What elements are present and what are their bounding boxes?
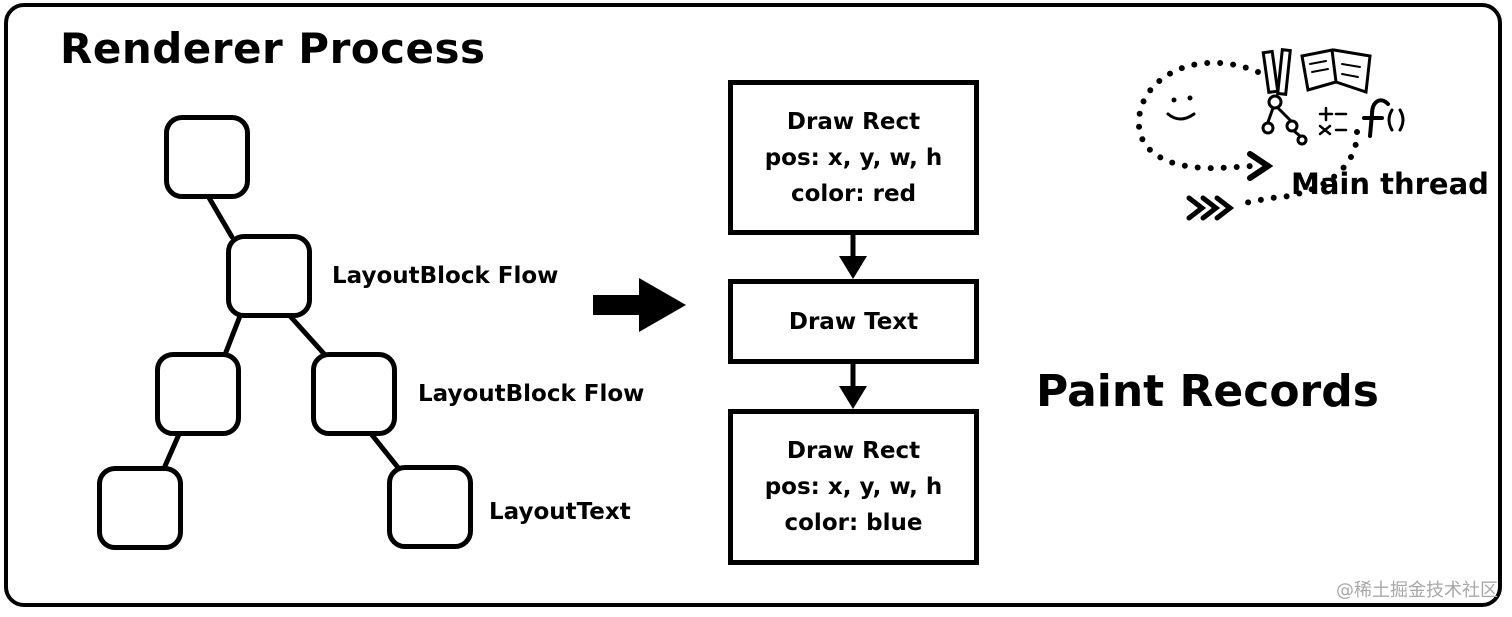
- tree-edge: [369, 432, 403, 473]
- transition-arrow-head: [639, 278, 686, 332]
- paint-record-draw-rect-red: Draw Rect pos: x, y, w, h color: red: [728, 80, 979, 235]
- tree-node-block-flow: [311, 352, 397, 436]
- tree-node-block-flow: [226, 234, 312, 318]
- tree-node-label: LayoutBlock Flow: [418, 381, 645, 407]
- tree-edge: [223, 313, 243, 355]
- tree-edge: [162, 429, 183, 469]
- record-arrowhead: [839, 386, 867, 409]
- record-arrowhead: [839, 256, 867, 279]
- record-line: color: blue: [784, 510, 923, 536]
- tree-edge: [205, 193, 235, 240]
- paint-records-heading: Paint Records: [1036, 366, 1379, 417]
- record-line: Draw Text: [788, 308, 919, 335]
- paint-record-draw-text: Draw Text: [728, 279, 979, 364]
- diagram-frame: [4, 3, 1502, 607]
- record-line: color: red: [790, 180, 917, 207]
- tree-edge: [287, 313, 329, 359]
- record-line: Draw Rect: [786, 108, 921, 135]
- record-line: pos: x, y, w, h: [764, 144, 943, 171]
- record-line: pos: x, y, w, h: [764, 474, 943, 500]
- tree-node-root: [164, 115, 250, 199]
- paint-record-draw-rect-blue: Draw Rect pos: x, y, w, h color: blue: [728, 409, 979, 565]
- watermark: @稀土掘金技术社区: [1336, 580, 1498, 601]
- transition-arrow-shaft: [593, 295, 641, 315]
- main-thread-label: Main thread: [1291, 167, 1489, 201]
- tree-node-leaf: [97, 466, 183, 550]
- page-title: Renderer Process: [60, 24, 486, 73]
- main-thread-mascot-icon: [1135, 48, 1405, 221]
- tree-node-label: LayoutText: [489, 499, 631, 525]
- tree-node-label: LayoutBlock Flow: [332, 263, 559, 289]
- tree-node-layout-text: [387, 465, 473, 549]
- record-line: Draw Rect: [786, 438, 921, 464]
- tree-node-left-child: [155, 352, 241, 436]
